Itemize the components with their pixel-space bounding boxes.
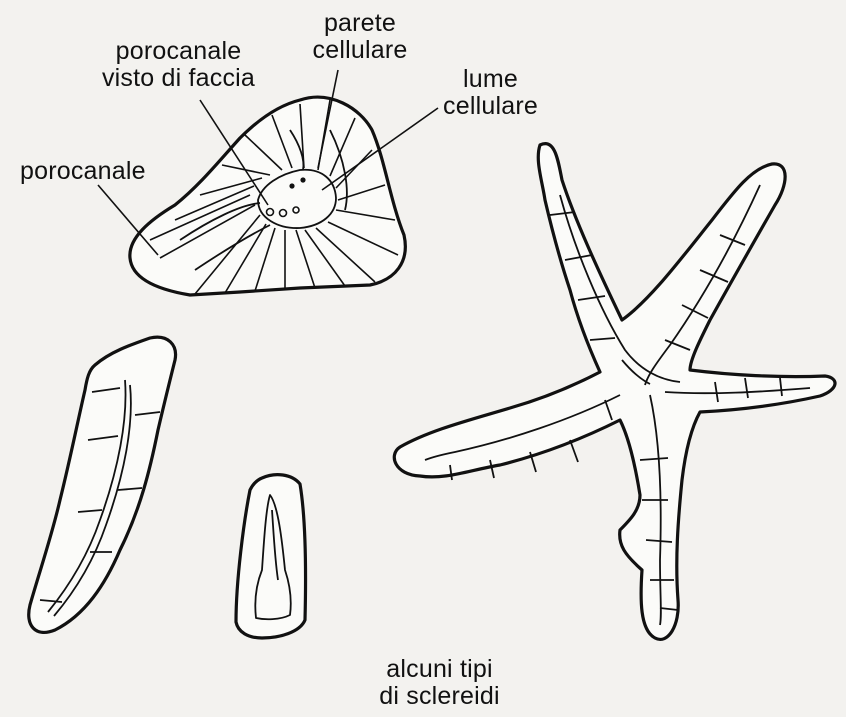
sectioned-sclereid [130,97,405,295]
elongated-sclereid [29,337,176,632]
short-sclereid [236,475,305,638]
label-porocanale: porocanale [20,158,146,185]
short-sclereid-outline [236,475,305,638]
label-porocanale-visto-di-faccia: porocanale visto di faccia [66,38,291,92]
star-sclereid [394,144,835,640]
elongated-sclereid-outline [29,337,176,632]
leader-porocanale [98,185,158,255]
label-parete-cellulare: parete cellulare [305,10,415,64]
sclereid-cell-wall-outline [130,97,405,295]
label-lume-cellulare: lume cellulare [428,66,553,120]
caption-alcuni-tipi-di-sclereidi: alcuni tipi di sclereidi [352,656,527,710]
